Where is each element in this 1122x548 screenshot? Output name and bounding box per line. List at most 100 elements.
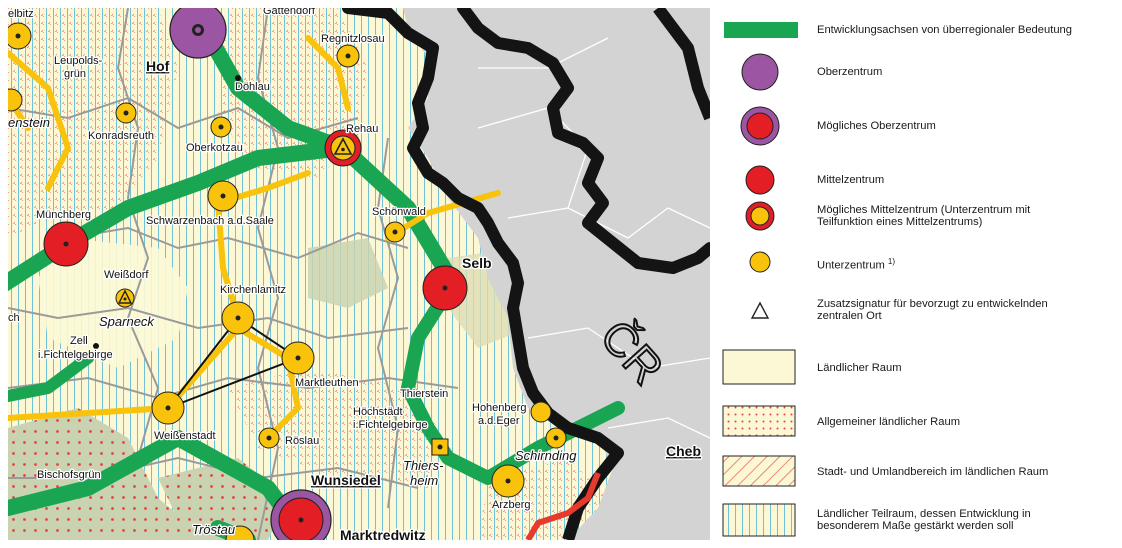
label-muenchberg: Münchberg: [36, 209, 91, 221]
label-partial-top-left: elbitz: [8, 8, 34, 20]
mittelzentrum-muenchberg[interactable]: [43, 221, 89, 267]
legend-label-line: Ländlicher Teilraum, dessen Entwicklung …: [817, 508, 1031, 520]
legend-item-rural-subregion: Ländlicher Teilraum, dessen Entwicklung …: [718, 502, 1122, 542]
label-doehlau: Döhlau: [235, 81, 270, 93]
map-viewport[interactable]: elbitz Gattendorf Leupolds- grün Hof Reg…: [8, 8, 710, 540]
map-labels: elbitz Gattendorf Leupolds- grün Hof Reg…: [8, 8, 702, 540]
label-sparneck: Sparneck: [99, 314, 155, 329]
label-wunsiedel: Wunsiedel: [311, 472, 381, 488]
legend-item-possible-mittelzentrum: Mögliches Mittelzentrum (Unterzentrum mi…: [718, 196, 1122, 236]
label-zell-1: Zell: [70, 335, 88, 347]
legend-item-additional-signature: Zusatzsignatur für bevorzugt zu entwicke…: [718, 292, 1122, 332]
legend-label-possible-oberzentrum: Mögliches Oberzentrum: [817, 120, 936, 132]
municipal-boundaries: [8, 8, 459, 540]
label-thiersheim-2: heim: [410, 473, 438, 488]
possible-mittelzentrum-rehau[interactable]: [324, 129, 362, 167]
label-cheb: Cheb: [666, 443, 701, 459]
central-places: [8, 8, 567, 540]
legend-item-urban-surrounding: Stadt- und Umlandbereich im ländlichen R…: [718, 454, 1122, 490]
legend-item-general-rural-area: Allgemeiner ländlicher Raum: [718, 404, 1122, 440]
mittelzentrum-selb[interactable]: [422, 265, 468, 311]
legend-item-rural-area: Ländlicher Raum: [718, 348, 1122, 388]
triangle-icon: [718, 292, 802, 332]
urban-surrounding-swatch: [718, 454, 802, 494]
legend-label-line: Unterzentrum: [817, 259, 885, 272]
legend-label-oberzentrum: Oberzentrum: [817, 66, 883, 78]
unterzentrum-symbol: [718, 242, 802, 282]
label-hof: Hof: [146, 58, 170, 74]
square-markers: [431, 438, 449, 456]
priority-place-sparneck[interactable]: [115, 288, 135, 308]
oberzentrum-symbol: [718, 52, 802, 92]
map-canvas: elbitz Gattendorf Leupolds- grün Hof Reg…: [8, 8, 710, 540]
label-schwarzenbach: Schwarzenbach a.d.Saale: [146, 215, 274, 227]
label-selb: Selb: [462, 255, 492, 271]
label-marktredwitz: Marktredwitz: [340, 527, 426, 540]
legend-label-mittelzentrum: Mittelzentrum: [817, 174, 885, 186]
label-thierstein: Thierstein: [400, 388, 448, 400]
legend-label-possible-mittelzentrum: Mögliches Mittelzentrum (Unterzentrum mi…: [817, 204, 1030, 228]
legend-item-unterzentrum: Unterzentrum 1): [718, 242, 1122, 282]
legend-item-oberzentrum: Oberzentrum: [718, 52, 1122, 92]
legend-item-axis: Entwicklungsachsen von überregionaler Be…: [718, 20, 1122, 48]
label-thiersheim-1: Thiers-: [403, 458, 444, 473]
legend-label-general-rural-area: Allgemeiner ländlicher Raum: [817, 416, 961, 428]
legend-label-rural-area: Ländlicher Raum: [817, 362, 902, 374]
legend-label-line: Teilfunktion eines Mittelzentrums): [817, 216, 983, 228]
country-border: [342, 8, 624, 459]
axis-swatch: [718, 20, 802, 60]
label-kirchenlamitz: Kirchenlamitz: [220, 284, 286, 296]
legend-label-unterzentrum: Unterzentrum 1): [817, 256, 895, 272]
label-partial-left-ch: ch: [8, 312, 20, 324]
legend-label-rural-subregion: Ländlicher Teilraum, dessen Entwicklung …: [817, 508, 1031, 532]
unterzentrum-symbols[interactable]: [8, 22, 567, 540]
general-rural-area-swatch: [718, 404, 802, 444]
mittelzentrum-symbol: [718, 160, 802, 200]
label-troestau: Tröstau: [192, 522, 235, 537]
label-arzberg: Arzberg: [492, 499, 531, 511]
label-marktleuthen: Marktleuthen: [295, 377, 359, 389]
label-oberkotzau: Oberkotzau: [186, 142, 243, 154]
legend-label-urban-surrounding: Stadt- und Umlandbereich im ländlichen R…: [817, 466, 1049, 478]
legend-label-line: besonderem Maße gestärkt werden soll: [817, 520, 1014, 532]
red-boundary-segment: [525, 471, 601, 540]
label-leupoldsgruen-2: grün: [64, 68, 86, 80]
legend-label-line: Mögliches Mittelzentrum (Unterzentrum mi…: [817, 204, 1031, 216]
label-hoechstaedt-1: Höchstädt: [353, 406, 403, 418]
label-leupoldsgruen-1: Leupolds-: [54, 55, 103, 67]
label-regnitzlosau: Regnitzlosau: [321, 33, 385, 45]
czech-district-border-east: [653, 8, 710, 121]
label-hohenberg-2: a.d.Eger: [478, 415, 520, 427]
oberzentrum-hof[interactable]: [169, 8, 227, 59]
legend-label-line: Zusatzsignatur für bevorzugt zu entwicke…: [817, 298, 1048, 310]
label-weissenstadt: Weißenstadt: [154, 430, 216, 442]
label-partial-left-stein: enstein: [8, 115, 50, 130]
zell-dot: [93, 343, 99, 349]
rural-area-weissdorf: [38, 238, 188, 368]
label-hoechstaedt-2: i.Fichtelgebirge: [353, 419, 428, 431]
label-zell-2: i.Fichtelgebirge: [38, 349, 113, 361]
legend-item-possible-oberzentrum: Mögliches Oberzentrum: [718, 106, 1122, 146]
possible-mittelzentrum-symbol: [718, 196, 802, 236]
czech-district-border-thick: [457, 8, 710, 274]
legend-label-additional-signature: Zusatzsignatur für bevorzugt zu entwicke…: [817, 298, 1048, 322]
label-bischofsgruen: Bischofsgrün: [37, 469, 101, 481]
label-rehau: Rehau: [346, 123, 378, 135]
doehlau-dot: [235, 75, 241, 81]
label-roeslau: Röslau: [285, 435, 319, 447]
label-konradsreuth: Konradsreuth: [88, 130, 154, 142]
legend-label-axis: Entwicklungsachsen von überregionaler Be…: [817, 24, 1072, 36]
legend-footnote-marker: 1): [887, 257, 896, 266]
urban-surrounding-area-wunsiedel: [228, 368, 438, 488]
possible-oberzentrum-symbol: [718, 106, 802, 146]
label-hohenberg-1: Hohenberg: [472, 402, 526, 414]
rural-subregion-swatch: [718, 502, 802, 542]
cooperation-lines: [167, 316, 301, 409]
label-partial-top: Gattendorf: [263, 8, 316, 17]
legend-panel: Entwicklungsachsen von überregionaler Be…: [718, 0, 1122, 548]
possible-oberzentrum-wunsiedel[interactable]: [270, 489, 332, 540]
grey-green-area: [308, 238, 388, 308]
label-weissdorf: Weißdorf: [104, 269, 149, 281]
legend-item-mittelzentrum: Mittelzentrum: [718, 160, 1122, 200]
